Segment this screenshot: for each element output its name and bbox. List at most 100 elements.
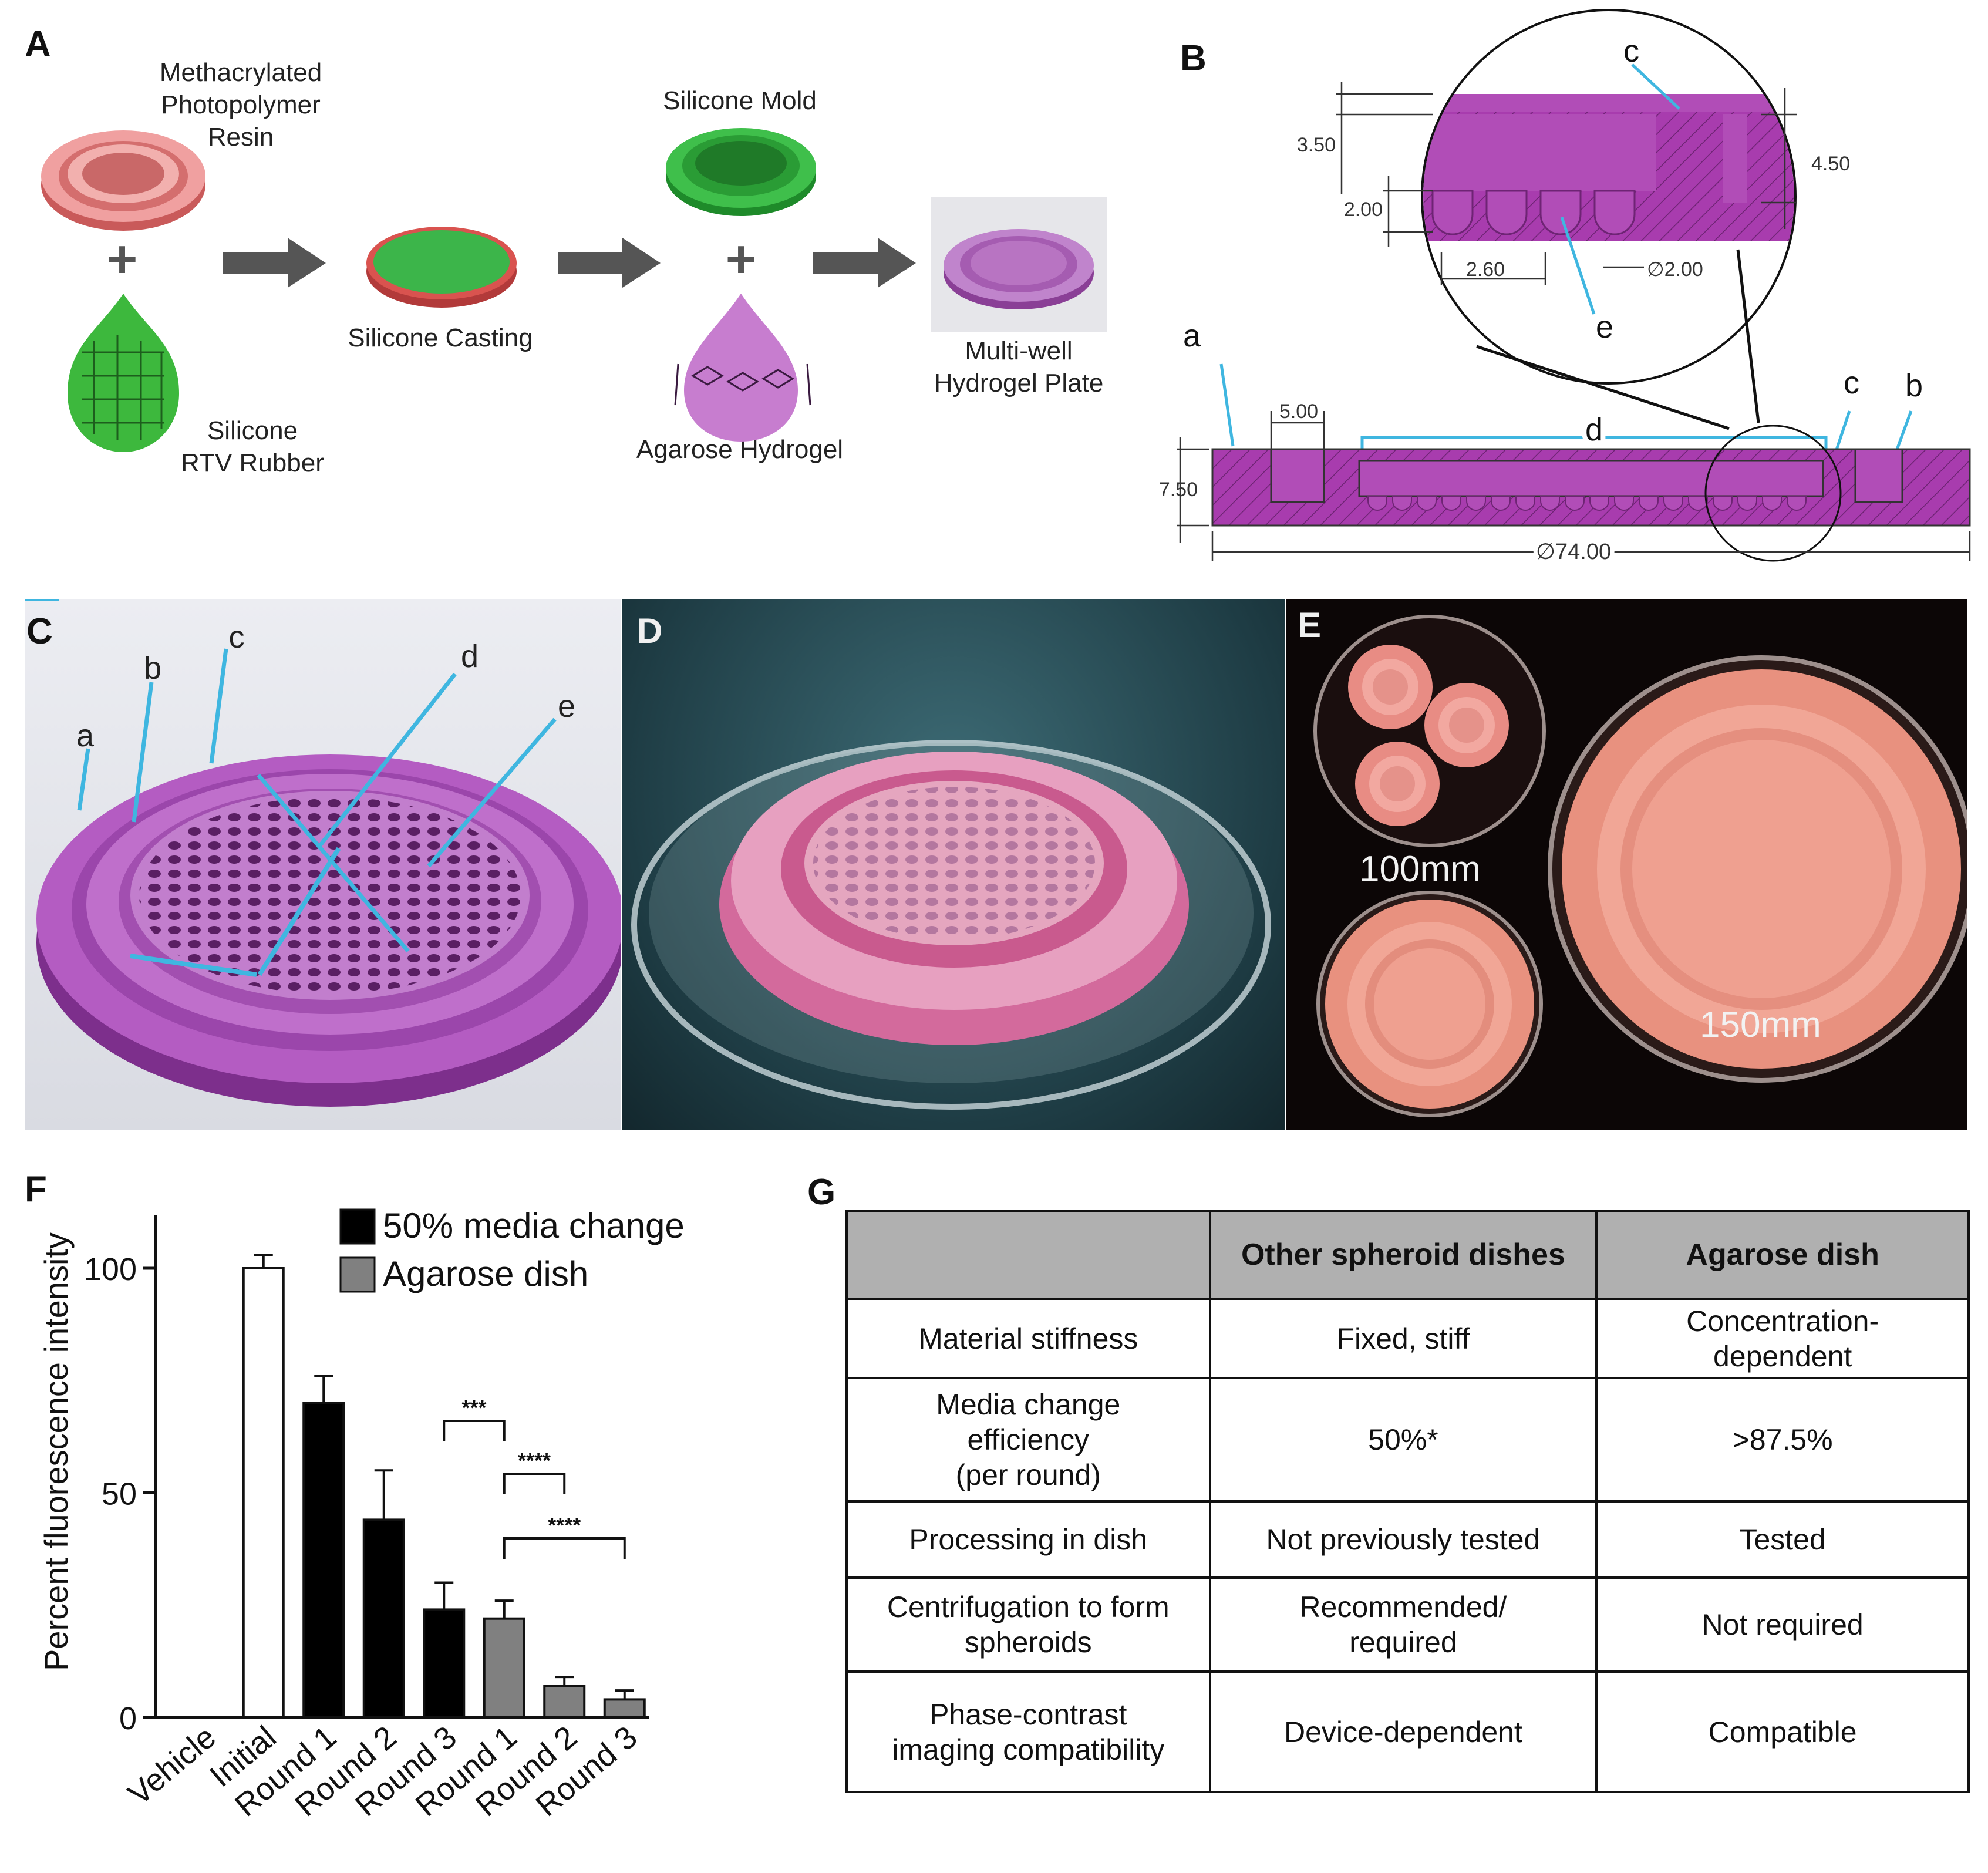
table-row: Centrifugation to form spheroids Recomme… [845,1576,1970,1673]
table-header: Other spheroid dishes [1208,1210,1598,1300]
table-cell: Not previously tested [1208,1500,1598,1579]
plus-sign-1: + [107,230,138,289]
table-header [845,1210,1211,1300]
bar [603,1698,646,1719]
letter-b-d: d [1585,412,1603,447]
dim-2-60: 2.60 [1466,258,1505,281]
table-header: Agarose dish [1595,1210,1970,1300]
letter-c-e: e [557,689,576,724]
table-cell: Centrifugation to form spheroids [845,1576,1211,1673]
table-row: Processing in dish Not previously tested… [845,1500,1970,1579]
table-cell: Fixed, stiff [1208,1298,1598,1379]
panel-label-c: C [26,611,53,652]
legend-label: Agarose dish [383,1254,588,1293]
silicone-drop-image [68,294,179,452]
rubber-label: Silicone RTV Rubber [181,416,324,477]
panel-e-dishes-photo [1313,615,1967,1117]
table-cell: Not required [1595,1576,1970,1673]
bar [483,1617,525,1719]
legend-swatch [339,1256,376,1293]
panel-e-photo [1286,599,1967,1130]
dim-4-50: 4.50 [1811,153,1850,175]
legend-swatch [339,1208,376,1245]
significance-bracket [503,1537,626,1559]
panel-b-technical-drawing: 3.50 2.00 4.50 2.60 ∅2.00 [1159,9,1971,568]
bar [423,1608,466,1719]
table-cell: Tested [1595,1500,1970,1579]
table-cell: Media change efficiency (per round) [845,1377,1211,1503]
letter-c-c: c [228,619,245,655]
agarose-drop-image [674,294,811,442]
legend-label: 50% media change [383,1206,685,1245]
dim-5-00: 5.00 [1279,400,1318,423]
bar [362,1518,405,1719]
panel-label-f: F [25,1169,47,1210]
table-cell: Material stiffness [845,1298,1211,1379]
significance-bracket [443,1420,506,1441]
significance-label: **** [518,1448,551,1473]
panel-label-a: A [25,24,51,65]
process-arrow-1 [223,238,326,288]
label-150mm: 150mm [1700,1005,1821,1045]
panel-c-dish-render [25,599,621,1107]
panel-label-g: G [807,1172,836,1212]
table-cell: Concentration- dependent [1595,1298,1970,1379]
bar [543,1685,586,1719]
letter-b-e: e [1596,309,1613,345]
dim-2-00: 2.00 [1344,198,1383,221]
table-cell: Phase-contrast imaging compatibility [845,1670,1211,1793]
plus-sign-2: + [726,230,757,289]
letter-c-b: b [143,651,162,686]
letter-c-d: d [460,639,479,674]
panel-label-b: B [1180,38,1207,79]
callout-lines [1476,249,1760,430]
process-arrow-2 [558,238,661,288]
plate-label: Multi-well Hydrogel Plate [934,336,1104,397]
bar [302,1402,345,1719]
table-cell: Processing in dish [845,1500,1211,1579]
comparison-table: Other spheroid dishes Agarose dish Mater… [845,1210,1970,1793]
resin-label: Methacrylated Photopolymer Resin [159,58,322,151]
table-cell: 50%* [1208,1377,1598,1503]
y-tick-label: 100 [84,1252,137,1287]
significance-label: *** [461,1396,486,1420]
label-100mm: 100mm [1359,849,1481,890]
letter-c-a: a [76,718,95,753]
table-row: Media change efficiency (per round) 50%*… [845,1377,1970,1503]
panel-a-illustration: + + [41,128,1107,452]
letter-b-c-right: c [1844,365,1859,400]
letter-b-c-top: c [1623,33,1639,69]
panel-d-photo [622,599,1285,1130]
resin-tray-image [41,130,205,231]
dim-7-50: 7.50 [1159,479,1198,501]
dim-phi-74-00: ∅74.00 [1536,540,1611,564]
process-arrow-3 [813,238,916,288]
letter-b-a: a [1183,318,1201,353]
magnified-dimension-lines [1336,82,1797,285]
panel-d-dish-photo [631,740,1271,1110]
table-header-row: Other spheroid dishes Agarose dish [845,1210,1970,1300]
bar [242,1267,285,1719]
panel-label-d: D [637,611,663,651]
panel-c-render [25,599,621,1130]
panel-c-leaders [77,648,557,953]
magnified-detail [1421,9,1797,385]
silicone-casting-image [366,227,517,308]
significance-label: **** [548,1513,581,1537]
base-dimension-lines [1177,411,1971,561]
table-cell: >87.5% [1595,1377,1970,1503]
table-cell: Device-dependent [1208,1670,1598,1793]
dim-3-50: 3.50 [1297,134,1336,156]
y-tick-label: 0 [119,1701,137,1736]
letter-b-b: b [1905,368,1923,403]
table-row: Material stiffness Fixed, stiff Concentr… [845,1298,1970,1379]
silicone-mold-image [666,128,816,216]
dim-phi-2-00: ∅2.00 [1647,258,1703,281]
table-cell: Compatible [1595,1670,1970,1793]
table-row: Phase-contrast imaging compatibility Dev… [845,1670,1970,1793]
y-tick-label: 50 [102,1477,137,1512]
y-axis-label: Percent fluorescence intensity [38,1232,75,1671]
casting-label: Silicone Casting [348,324,533,352]
panel-label-e: E [1298,605,1322,645]
